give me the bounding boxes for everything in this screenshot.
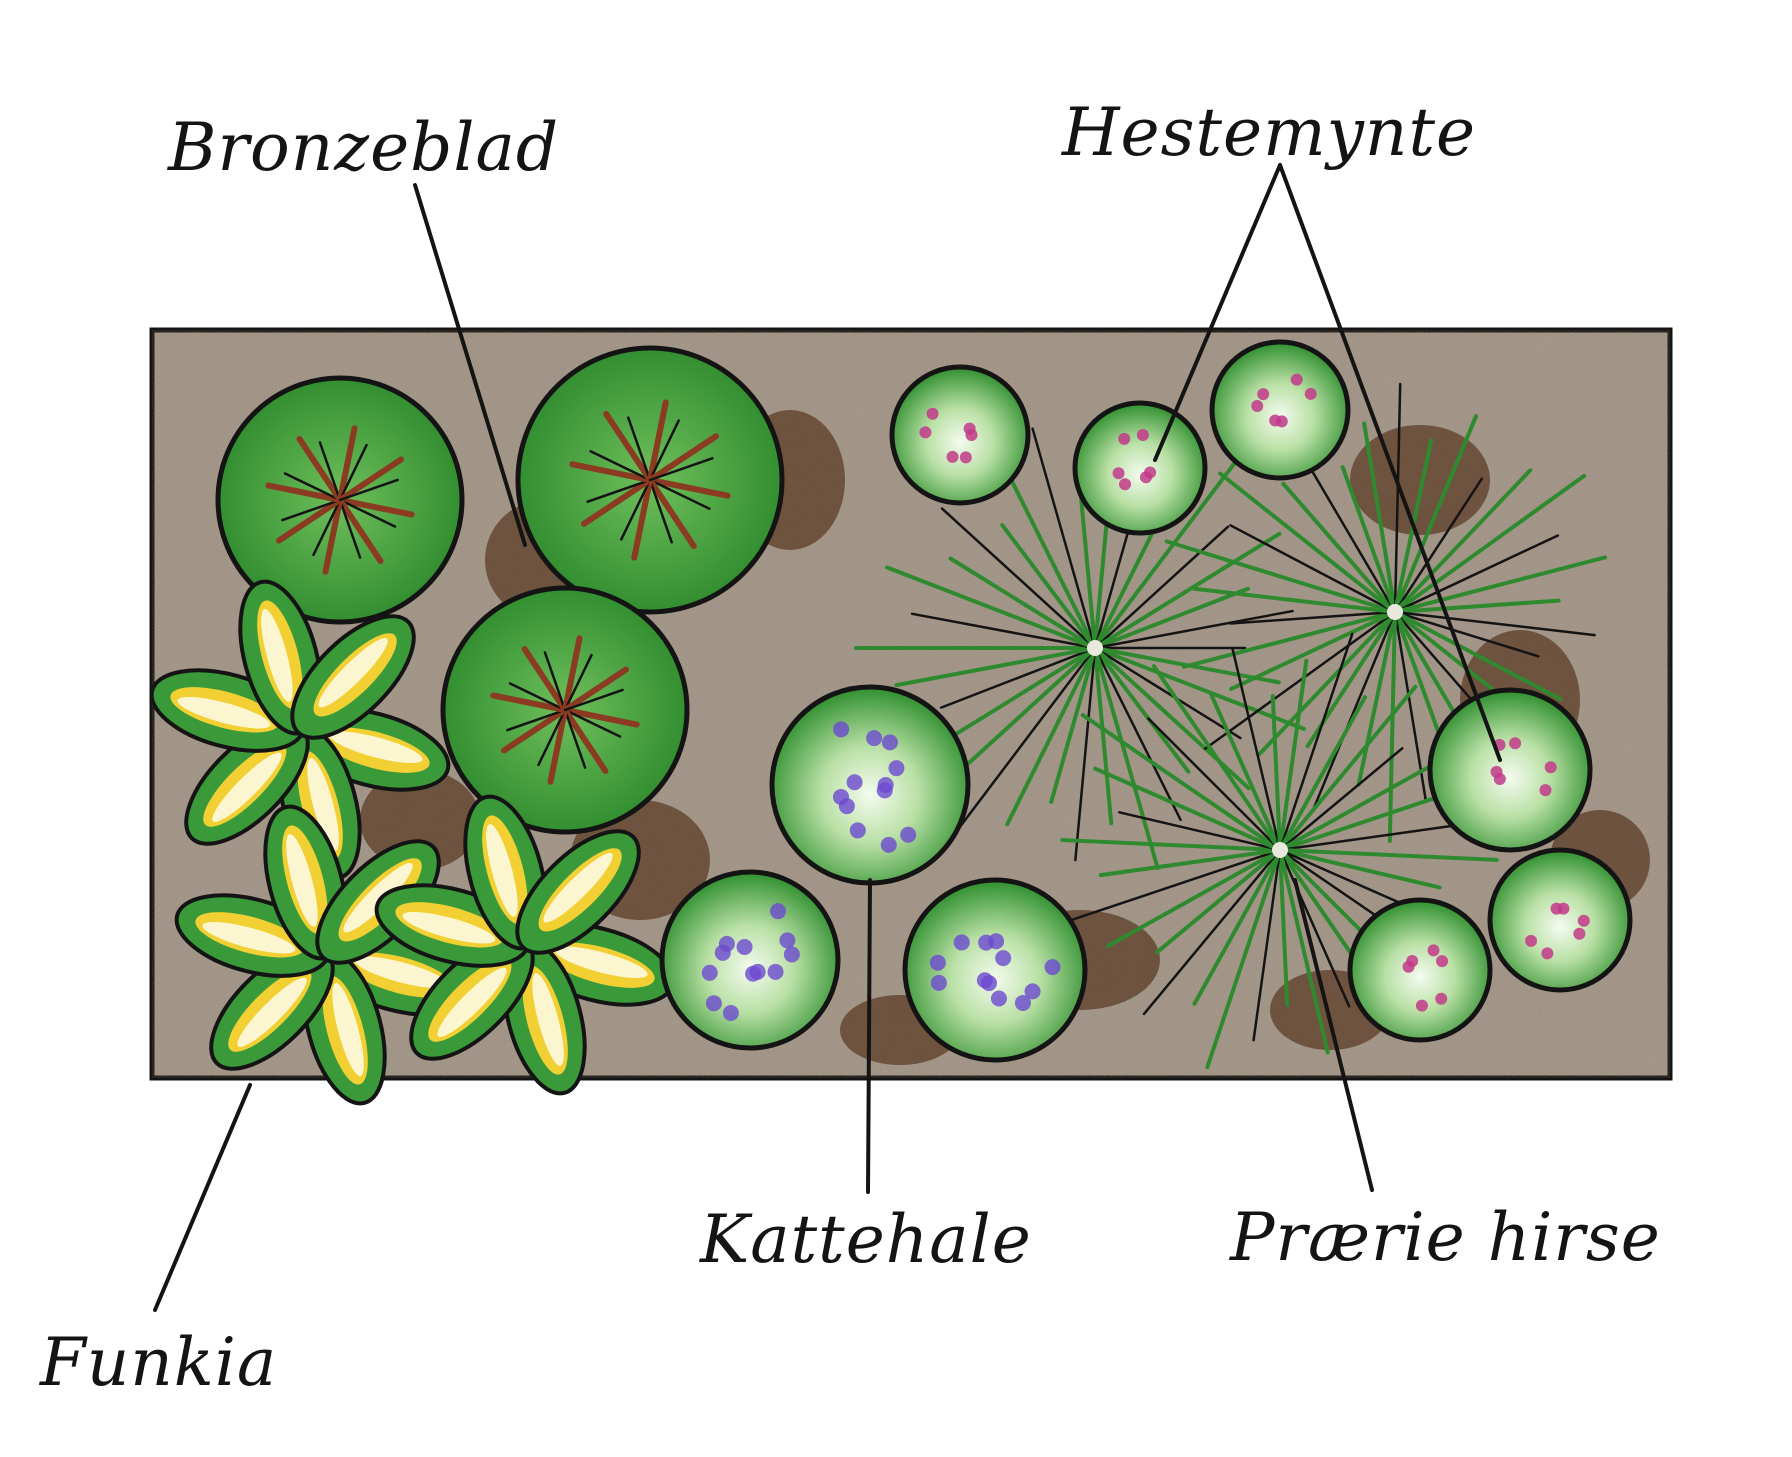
funkia-plant (149, 579, 451, 881)
label-funkia: Funkia (39, 1324, 277, 1401)
label-bronzeblad: Bronzeblad (167, 109, 559, 186)
hestemynte-plant (1487, 847, 1633, 993)
leader-line (153, 1083, 252, 1312)
hestemynte-plant (1347, 897, 1493, 1043)
label-praeriehirse: Prærie hirse (1229, 1199, 1661, 1276)
bronzeblad-plant (215, 375, 465, 625)
kattehale-plant (902, 877, 1088, 1063)
bronzeblad-plant (515, 345, 785, 615)
leader-line (1278, 163, 1502, 762)
leader-line (866, 878, 872, 1194)
leader-line (413, 183, 527, 547)
label-kattehale: Kattehale (699, 1201, 1032, 1278)
leader-line (1293, 878, 1374, 1192)
bronzeblad-plant (440, 585, 690, 835)
kattehale-plant (769, 684, 971, 886)
funkia-plant (374, 794, 676, 1096)
kattehale-plant (659, 869, 841, 1051)
hestemynte-plant (1427, 687, 1593, 853)
plants-layer (149, 339, 1633, 1106)
hestemynte-plant (889, 364, 1031, 506)
label-hestemynte: Hestemynte (1061, 94, 1476, 171)
hestemynte-plant (1209, 339, 1351, 481)
leader-lines (153, 163, 1502, 1312)
praeriehirse-grass (1164, 382, 1608, 843)
leader-line (1153, 163, 1282, 462)
hestemynte-plant (1072, 400, 1208, 536)
